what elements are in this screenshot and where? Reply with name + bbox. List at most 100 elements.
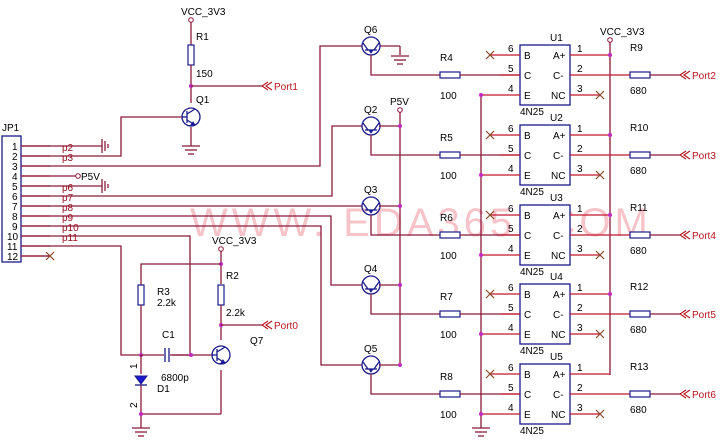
optocoupler-body[interactable] (519, 124, 571, 186)
opto-pin-name: NC (551, 91, 565, 102)
resistor-r10[interactable] (629, 151, 651, 159)
transistor-q4[interactable] (361, 275, 381, 295)
resistor-r13[interactable] (629, 390, 651, 398)
transistor-ref: Q6 (364, 25, 378, 36)
ground-icon (101, 139, 109, 153)
vcc-label: VCC_3V3 (600, 27, 645, 38)
resistor-r4[interactable] (439, 71, 461, 79)
opto-pin-name: B (524, 370, 531, 381)
port-label: Port1 (274, 82, 298, 93)
resistor-value: 100 (440, 251, 457, 262)
ground-icon (472, 427, 490, 437)
junction-dot (398, 363, 402, 367)
junction-dot (608, 292, 612, 296)
transistor-q2[interactable] (361, 116, 381, 136)
resistor-r11[interactable] (629, 231, 651, 239)
port-port0[interactable]: Port0 (261, 320, 298, 332)
optocoupler-part: 4N25 (520, 267, 544, 278)
diode-d1[interactable] (134, 375, 148, 385)
resistor-r9[interactable] (629, 71, 651, 79)
resistor-r8[interactable] (439, 390, 461, 398)
opto-pin-number: 1 (577, 44, 583, 55)
opto-pin-number: 4 (508, 84, 514, 95)
opto-pin-number: 3 (577, 323, 583, 334)
connector-pin-number: 10 (7, 232, 19, 243)
r3-value: 2.2k (157, 298, 177, 309)
net-label-p11: p11 (62, 233, 78, 244)
power-port-icon (397, 107, 403, 113)
opto-pin-name: NC (551, 330, 565, 341)
p5v-label: P5V (390, 97, 409, 108)
net-label-p10: p10 (62, 223, 79, 234)
connector-pin-number: 5 (12, 182, 18, 193)
r2-value: 2.2k (226, 308, 246, 319)
opto-pin-name: C- (553, 71, 564, 82)
junction-dot (139, 412, 143, 416)
q1-stage: VCC_3V3 R1 150 Q1 (181, 7, 262, 155)
transistor-q6[interactable] (361, 36, 381, 56)
port-port2[interactable]: Port2 (679, 70, 716, 82)
power-port-icon (188, 17, 194, 23)
transistor-q1[interactable] (181, 107, 201, 127)
resistor-r12[interactable] (629, 310, 651, 318)
port-port1[interactable]: Port1 (261, 81, 298, 93)
resistor-r1[interactable] (187, 44, 195, 66)
optocoupler-body[interactable] (519, 44, 571, 106)
net-label-p7: p7 (62, 193, 74, 204)
resistor-r2[interactable] (217, 284, 225, 306)
opto-pin-name: A+ (553, 211, 566, 222)
opto-pin-number: 4 (508, 323, 514, 334)
optocoupler-ref: U3 (550, 193, 563, 204)
resistor-r7[interactable] (439, 310, 461, 318)
port-arrow-icon (679, 309, 691, 319)
transistor-q5[interactable] (361, 355, 381, 375)
opto-pin-number: 3 (577, 244, 583, 255)
opto-pin-name: C- (553, 151, 564, 162)
resistor-value: 100 (440, 410, 457, 421)
opto-pin-name: E (524, 410, 531, 421)
port-port6[interactable]: Port6 (679, 389, 716, 401)
q1-ref: Q1 (196, 95, 210, 106)
opto-pin-number: 5 (508, 303, 514, 314)
optocoupler-part: 4N25 (520, 107, 544, 118)
resistor-r3[interactable] (137, 284, 145, 306)
opto-pin-name: NC (551, 251, 565, 262)
connector-pin-number: 1 (12, 142, 18, 153)
junction-dot (189, 353, 193, 357)
resistor-value: 100 (440, 330, 457, 341)
resistor-ref: R13 (630, 362, 649, 373)
port-port5[interactable]: Port5 (679, 309, 716, 321)
resistor-r6[interactable] (439, 231, 461, 239)
junction-dot (479, 173, 483, 177)
connector-wires (21, 45, 362, 366)
d1-pin1: 1 (129, 363, 140, 369)
junction-dot (398, 204, 402, 208)
vcc-label: VCC_3V3 (181, 7, 226, 18)
resistor-r5[interactable] (439, 151, 461, 159)
opto-pin-number: 4 (508, 403, 514, 414)
junction-dot (479, 332, 483, 336)
junction-dot (608, 133, 612, 137)
net-label-p3: p3 (62, 153, 74, 164)
port-port3[interactable]: Port3 (679, 150, 716, 162)
opto-pin-name: A+ (553, 51, 566, 62)
transistor-q7[interactable] (211, 345, 231, 365)
resistor-ref: R7 (440, 292, 453, 303)
resistor-ref: R8 (440, 372, 453, 383)
power-port-icon (607, 37, 613, 43)
resistor-ref: R11 (630, 203, 648, 214)
port-port4[interactable]: Port4 (679, 230, 716, 242)
optocoupler-ref: U4 (550, 272, 563, 283)
connector-pin-number: 9 (12, 222, 18, 233)
net-label-p2: p2 (62, 143, 74, 154)
